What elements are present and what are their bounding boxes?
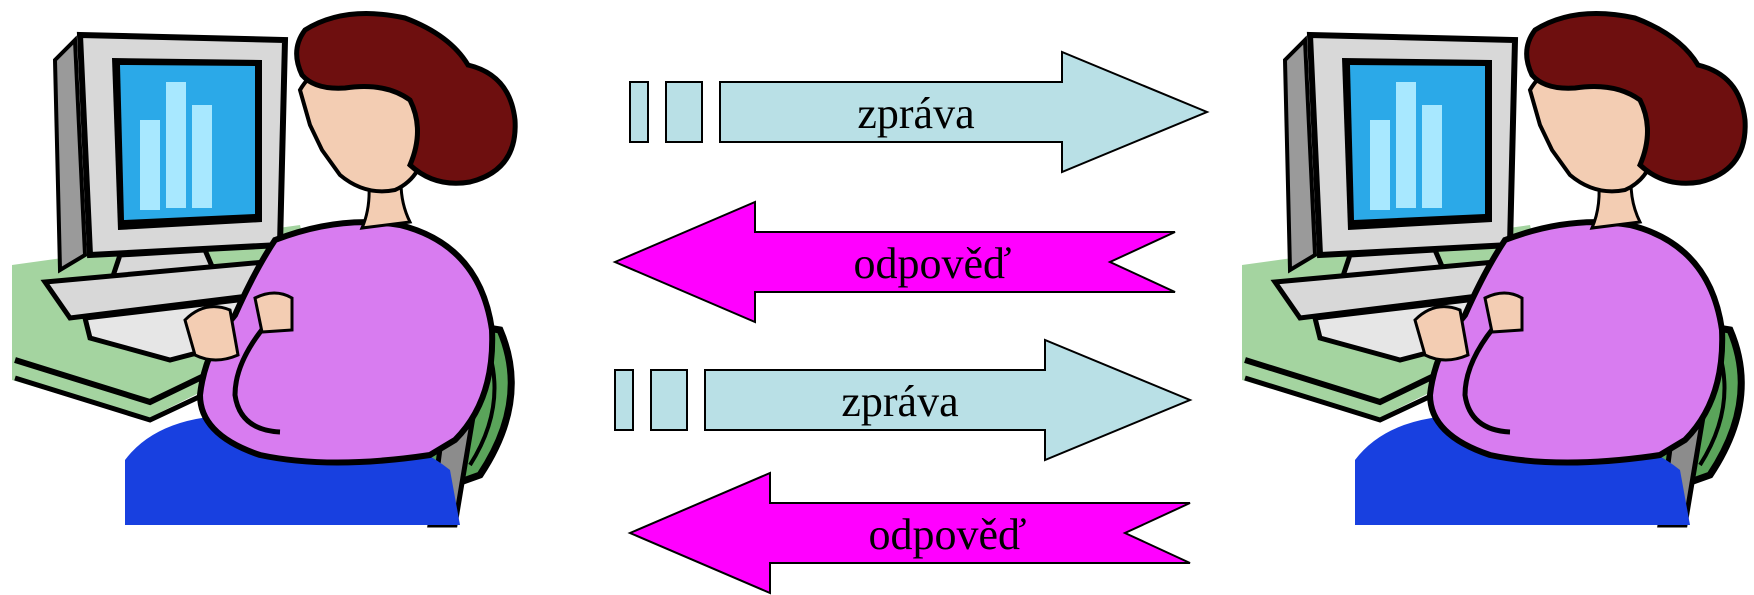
arrow-body bbox=[612, 200, 1176, 324]
message-label: odpověď bbox=[854, 239, 1012, 288]
arrow-body bbox=[704, 338, 1193, 462]
arrow-body bbox=[627, 471, 1191, 595]
arrow-tail-square bbox=[614, 369, 634, 431]
person-right-icon bbox=[1242, 14, 1745, 525]
message-arrow-right: zpráva bbox=[629, 50, 1210, 174]
message-label: zpráva bbox=[857, 89, 974, 138]
arrow-tail-square bbox=[650, 369, 688, 431]
person-left-icon bbox=[12, 14, 515, 525]
message-label: odpověď bbox=[869, 510, 1027, 559]
message-arrow-right: zpráva bbox=[614, 338, 1193, 462]
message-label: zpráva bbox=[841, 377, 958, 426]
arrow-tail-square bbox=[665, 81, 703, 143]
arrow-tail-square bbox=[629, 81, 649, 143]
message-arrow-left: odpověď bbox=[627, 471, 1191, 595]
arrow-body bbox=[719, 50, 1210, 174]
message-arrow-left: odpověď bbox=[612, 200, 1176, 324]
